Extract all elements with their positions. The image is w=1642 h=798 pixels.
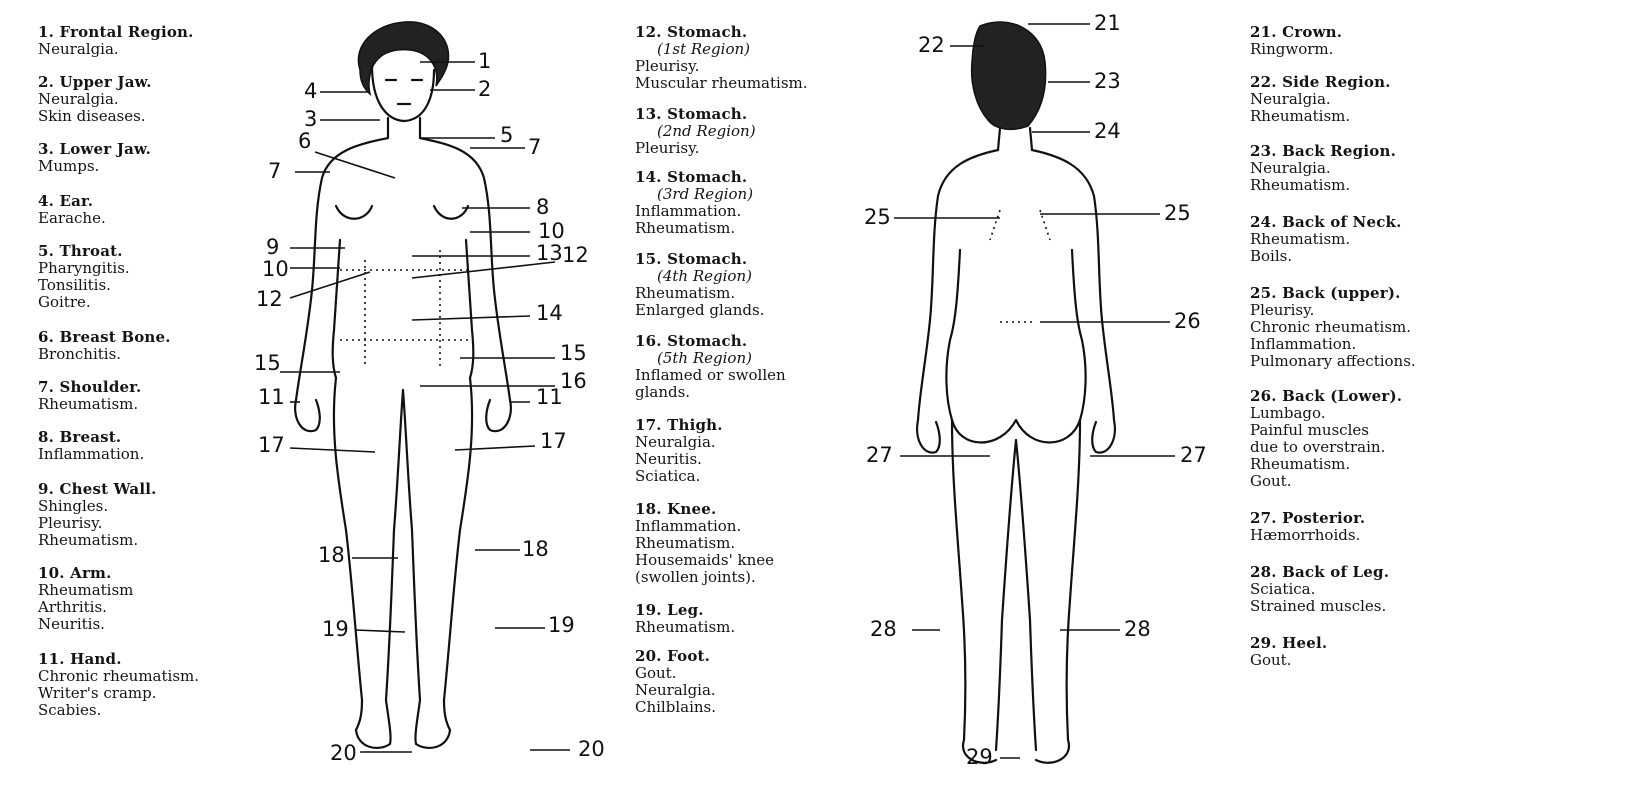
front-number-label: 6 <box>298 129 311 153</box>
back-number-label: 28 <box>1124 617 1151 641</box>
front-number-label: 10 <box>262 257 289 281</box>
front-face <box>372 66 434 121</box>
back-number-label: 27 <box>1180 443 1207 467</box>
back-legs <box>952 420 1080 750</box>
front-number-label: 20 <box>578 737 605 761</box>
front-number-label: 15 <box>560 341 587 365</box>
back-neck <box>998 128 1032 150</box>
back-marks <box>990 210 1050 322</box>
front-number-label: 5 <box>500 123 513 147</box>
front-inner-body <box>333 240 474 378</box>
front-breasts <box>336 206 468 219</box>
back-number-label: 25 <box>864 205 891 229</box>
back-inner-body <box>946 250 1085 420</box>
front-number-label: 10 <box>538 219 565 243</box>
front-number-label: 3 <box>304 107 317 131</box>
front-number-label: 16 <box>560 369 587 393</box>
front-number-label: 4 <box>304 79 317 103</box>
front-number-labels: 1234567789101011111212131415151617171818… <box>254 49 605 765</box>
front-face-detail <box>386 80 422 104</box>
front-leaders <box>280 62 570 752</box>
front-number-label: 2 <box>478 77 491 101</box>
back-number-label: 21 <box>1094 11 1121 35</box>
front-number-label: 1 <box>478 49 491 73</box>
back-number-label: 24 <box>1094 119 1121 143</box>
front-abdomen-regions <box>340 250 470 368</box>
front-feet <box>356 700 450 748</box>
front-number-label: 11 <box>536 385 563 409</box>
back-number-label: 26 <box>1174 309 1201 333</box>
front-number-label: 9 <box>266 235 279 259</box>
back-number-label: 27 <box>866 443 893 467</box>
back-hair <box>972 22 1046 129</box>
front-number-label: 20 <box>330 741 357 765</box>
front-number-label: 12 <box>256 287 283 311</box>
front-number-label: 19 <box>548 613 575 637</box>
back-figure: 21 22 23 24 25 25 26 27 27 28 28 29 <box>864 11 1207 769</box>
front-number-label: 15 <box>254 351 281 375</box>
front-number-label: 17 <box>540 429 567 453</box>
back-leaders <box>894 24 1175 758</box>
back-number-label: 28 <box>870 617 897 641</box>
front-torso <box>296 138 510 400</box>
front-number-label: 12 <box>562 243 589 267</box>
front-number-label: 8 <box>536 195 549 219</box>
back-number-label: 25 <box>1164 201 1191 225</box>
front-hair <box>358 22 448 94</box>
front-number-label: 14 <box>536 301 563 325</box>
front-number-label: 18 <box>522 537 549 561</box>
front-legs <box>334 378 472 730</box>
front-number-label: 13 <box>536 241 563 265</box>
back-number-labels: 21 22 23 24 25 25 26 27 27 28 28 29 <box>864 11 1207 769</box>
back-number-label: 22 <box>918 33 945 57</box>
back-number-label: 23 <box>1094 69 1121 93</box>
front-number-label: 17 <box>258 433 285 457</box>
front-number-label: 11 <box>258 385 285 409</box>
front-number-label: 7 <box>528 135 541 159</box>
back-number-label: 29 <box>966 745 993 769</box>
front-number-label: 7 <box>268 159 281 183</box>
front-number-label: 19 <box>322 617 349 641</box>
front-number-label: 18 <box>318 543 345 567</box>
